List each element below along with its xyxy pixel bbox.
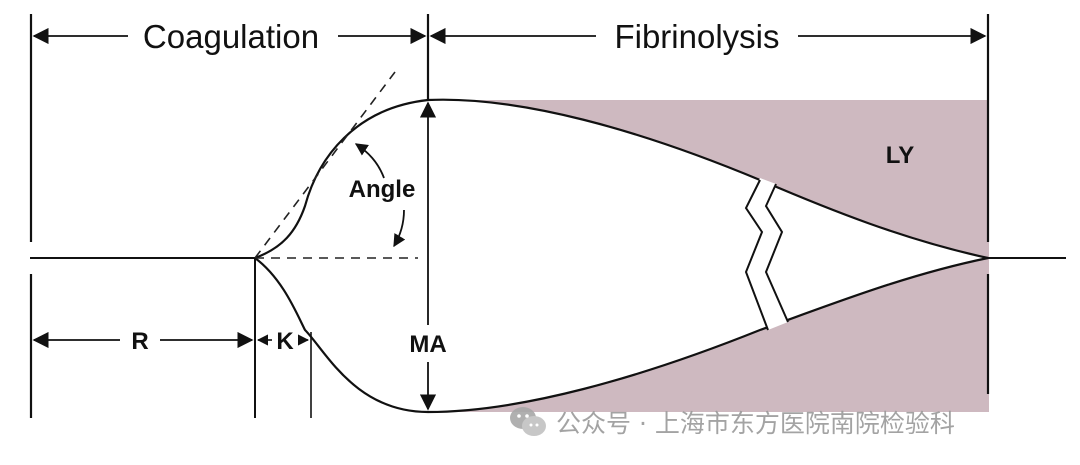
- ly-label: LY: [886, 142, 914, 169]
- angle-arrow-lower: [393, 209, 406, 248]
- wechat-icon: [510, 407, 546, 436]
- break-gap: [746, 178, 788, 330]
- r-label: R: [131, 328, 148, 355]
- k-label: K: [276, 328, 294, 355]
- watermark: 公众号 · 上海市东方医院南院检验科: [508, 402, 955, 442]
- angle-label: Angle: [349, 176, 416, 203]
- break-zigzag-left: [744, 179, 769, 331]
- coagulation-label: Coagulation: [143, 18, 319, 55]
- angle-arrow-upper: [354, 143, 385, 179]
- break-zigzag-right: [764, 183, 789, 323]
- ma-label: MA: [409, 331, 446, 358]
- tracing-outline-lower: [254, 256, 989, 414]
- fibrinolysis-label: Fibrinolysis: [614, 18, 779, 55]
- tracing-outline-upper: [254, 98, 989, 260]
- tracing-body: [255, 99, 988, 412]
- angle-tangent-dashed: [254, 71, 396, 259]
- watermark-text: 公众号 · 上海市东方医院南院检验科: [556, 409, 955, 438]
